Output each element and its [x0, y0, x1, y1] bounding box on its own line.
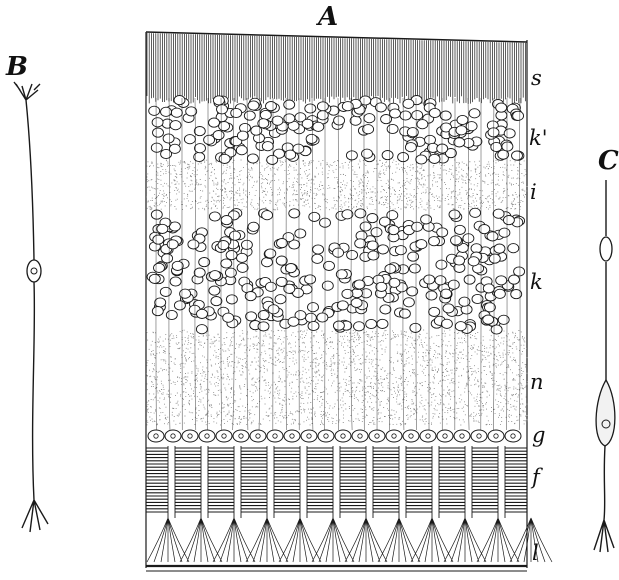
panel-label-a: A — [318, 4, 338, 30]
layer-label-s: s — [531, 68, 542, 89]
bipolar-cell-panel-b — [14, 82, 48, 532]
layer-label-k-prime: k' — [529, 128, 548, 149]
layer-label-k: k — [530, 272, 543, 293]
panel-label-c: C — [598, 148, 619, 174]
bipolar-cell-panel-c — [594, 180, 615, 552]
panel-label-b: B — [6, 54, 28, 80]
retina-section-panel-a — [146, 32, 552, 571]
layer-label-g: g — [532, 425, 545, 446]
layer-label-l: l — [532, 543, 539, 564]
layer-label-i: i — [530, 182, 537, 203]
layer-label-n: n — [530, 372, 544, 393]
layer-label-f: f — [532, 467, 540, 488]
